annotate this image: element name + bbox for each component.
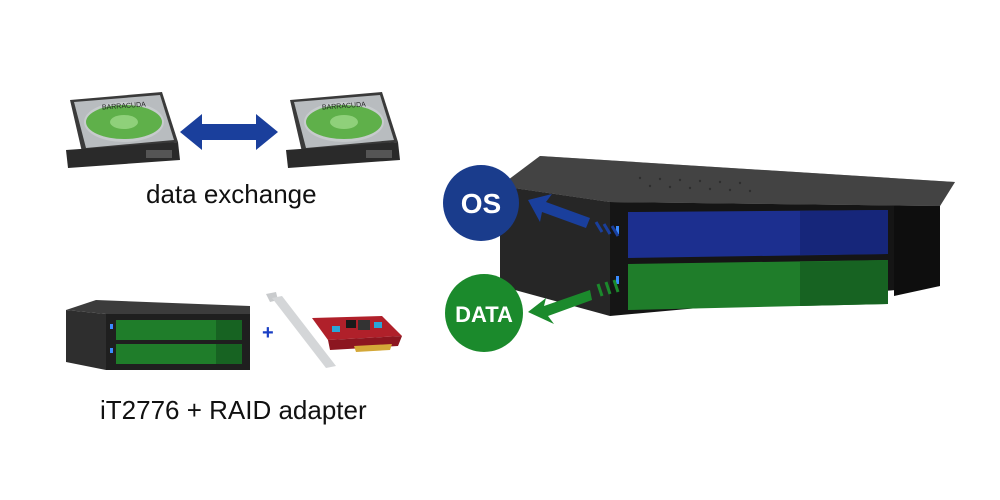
data-exchange-caption: data exchange <box>146 179 317 209</box>
drive-label: BARRACUDA <box>102 101 147 111</box>
plus-sign: + <box>262 322 274 344</box>
data-arrow-icon <box>528 279 620 324</box>
os-arrow-icon <box>528 194 620 237</box>
small-enclosure-icon <box>66 300 250 370</box>
os-badge-label: OS <box>461 188 501 219</box>
main-enclosure-icon <box>500 156 955 316</box>
double-arrow-icon <box>180 114 278 150</box>
hdd-left-icon: BARRACUDA <box>66 92 180 168</box>
raid-card-icon <box>266 292 402 368</box>
hdd-right-icon: BARRACUDA <box>286 92 400 168</box>
data-badge: DATA <box>445 274 523 352</box>
os-badge: OS <box>443 165 519 241</box>
drive-label: BARRACUDA <box>322 101 367 111</box>
data-badge-label: DATA <box>455 302 513 327</box>
adapter-caption: iT2776 + RAID adapter <box>100 395 367 425</box>
